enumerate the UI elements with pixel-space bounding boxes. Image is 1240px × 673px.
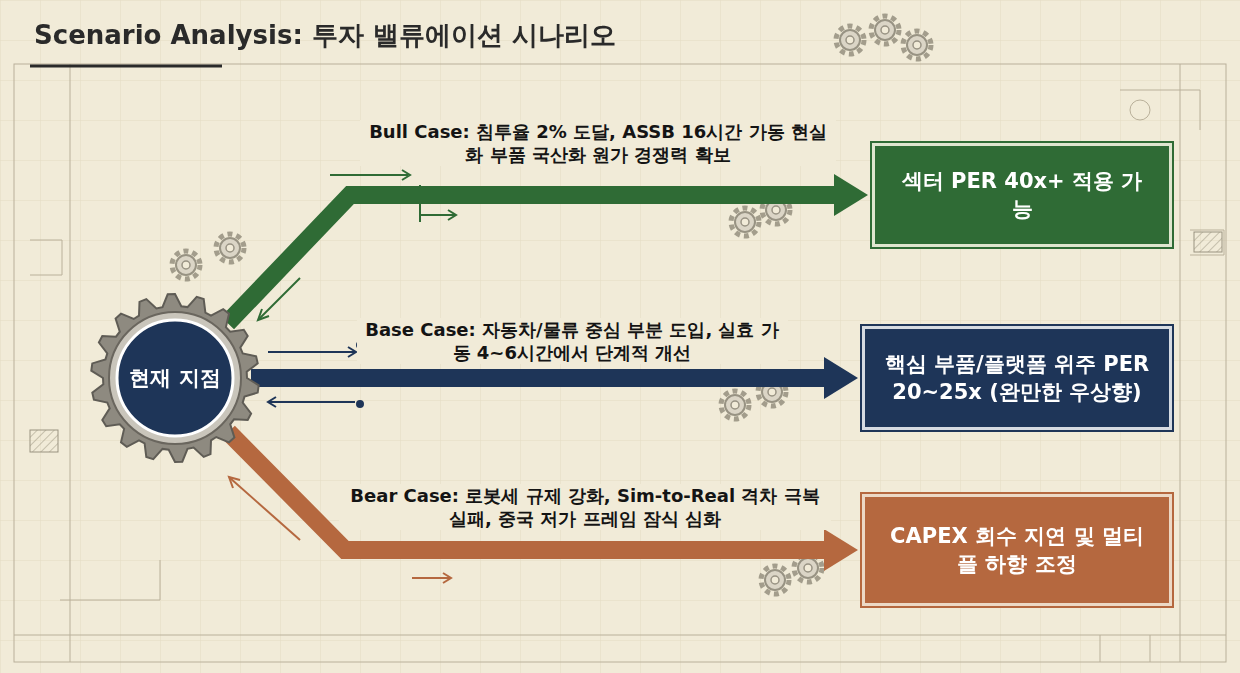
base-outcome-box: 핵심 부품/플랫폼 위주 PER 20~25x (완만한 우상향) [862, 326, 1172, 430]
node-label: 섹터 PER 40x+ 적용 가능 [893, 167, 1151, 224]
gear-teeth [91, 294, 258, 462]
node-label: 핵심 부품/플랫폼 위주 PER 20~25x (완만한 우상향) [883, 350, 1151, 407]
arrow-shaft [228, 195, 836, 323]
node-label: CAPEX 회수 지연 및 멀티플 하향 조정 [883, 522, 1151, 579]
bull-case-arrow [228, 174, 868, 323]
scenario-label: Base Case: 자동차/물류 중심 부분 도입, 실효 가동 4~6시간에… [357, 318, 788, 364]
node-text-group: CAPEX 회수 지연 및 멀티플 하향 조정 [883, 522, 1151, 579]
gear-ring [109, 312, 241, 444]
current-point-gear: 현재 지점 [89, 292, 261, 464]
page-title: Scenario Analysis: 투자 밸류에이션 시나리오 [34, 18, 616, 53]
bull-outcome-box: 섹터 PER 40x+ 적용 가능 [872, 143, 1172, 247]
arrow-head [824, 529, 858, 571]
gear-core [117, 320, 233, 436]
bear-outcome-box: CAPEX 회수 지연 및 멀티플 하향 조정 [862, 494, 1172, 606]
arrow-shaft [251, 369, 826, 387]
arrow-head [834, 174, 868, 216]
arrow-head [824, 357, 858, 399]
bear-case-arrow [228, 432, 858, 571]
scenario-label: Bear Case: 로봇세 규제 강화, Sim-to-Real 격차 극복 … [339, 484, 831, 530]
node-text-group: 섹터 PER 40x+ 적용 가능 [893, 167, 1151, 224]
scenario-label: Bull Case: 침투율 2% 도달, ASSB 16시간 가동 현실화 부… [360, 120, 836, 166]
node-text-group: 핵심 부품/플랫폼 위주 PER 20~25x (완만한 우상향) [883, 350, 1151, 407]
node-label: 현재 지점 [129, 364, 220, 392]
node-text-group: 현재 지점 [129, 364, 220, 392]
